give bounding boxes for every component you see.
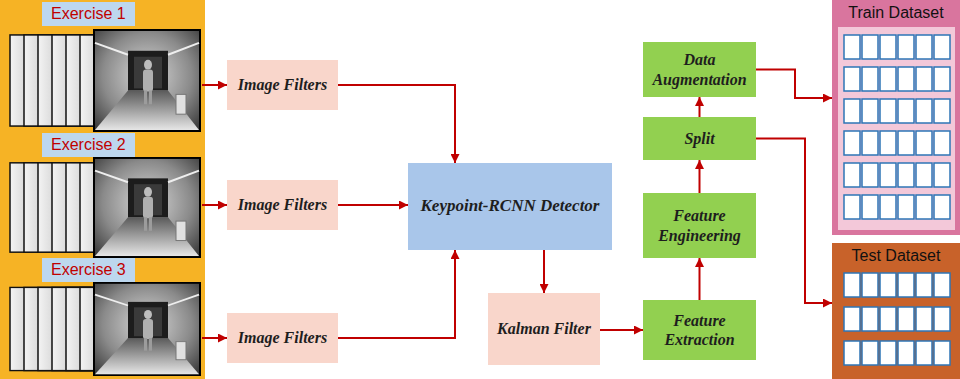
node-label: Image Filters [238,195,327,214]
image-stack [10,30,200,131]
node-label: Exercise 3 [42,258,135,282]
exercise-node: Exercise 3 [8,258,202,377]
node-label: Train Dataset [832,3,960,23]
node-label: Feature Extraction [648,311,751,349]
process-box: Feature Engineering [643,193,756,258]
flow-arrow [202,204,227,206]
node-label: Exercise 2 [42,133,135,157]
node-label: Feature Engineering [648,206,751,244]
node-label: Data Augmentation [648,50,751,88]
flow-arrow [600,329,643,331]
flow-arrow [699,258,701,300]
node-label: Keypoint-RCNN Detector [421,196,600,216]
data-cells [844,35,950,219]
image-stack [10,283,200,375]
node-label: Test Dataset [832,246,960,266]
exercise-node: Exercise 2 [8,133,202,258]
flow-arrow [338,204,408,206]
node-label: Image Filters [238,75,327,94]
flow-arrow [699,160,701,193]
node-label: Split [684,129,714,148]
process-box: Image Filters [227,60,338,110]
flow-arrow [338,250,455,338]
flow-arrow [543,250,545,293]
process-box: Split [643,117,756,160]
exercise-panel [0,0,205,379]
node-label: Image Filters [238,328,327,347]
node-label: Kalman Filter [497,319,591,338]
process-box: Data Augmentation [643,42,756,97]
test-grid [832,243,960,379]
grid-ground [838,27,955,230]
detector-box: Keypoint-RCNN Detector [408,163,612,250]
image-stack [10,158,200,257]
process-box: Image Filters [227,313,338,363]
train-grid [832,0,960,235]
exercise-node: Exercise 1 [8,2,202,132]
flow-arrow [699,97,701,117]
flow-arrow [756,70,832,99]
process-box: Image Filters [227,180,338,230]
process-box: Feature Extraction [643,300,756,360]
process-box: Kalman Filter [488,293,600,365]
flow-arrow [756,139,832,304]
flow-arrow [202,84,227,86]
flow-arrow [338,85,455,163]
node-label: Exercise 1 [42,2,135,26]
flow-arrow [202,337,227,339]
